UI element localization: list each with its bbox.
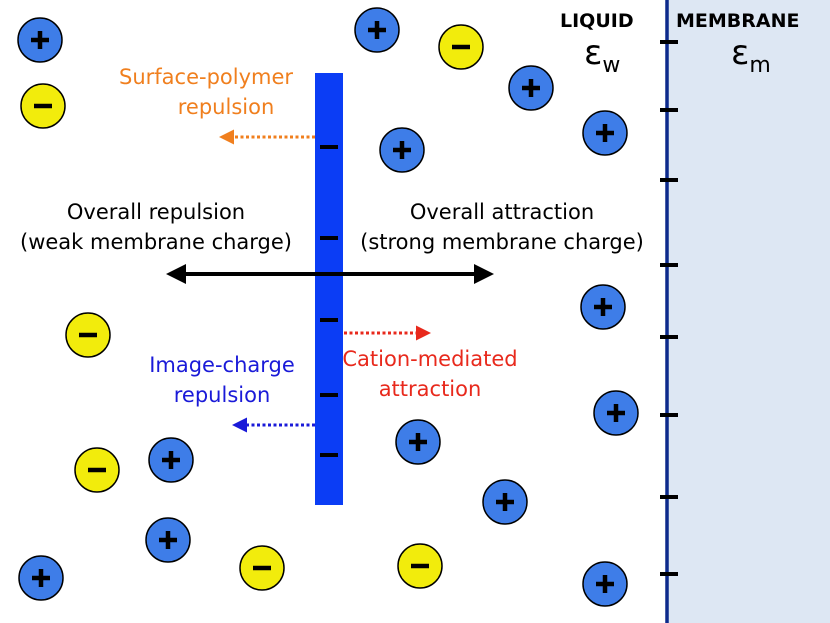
cation-icon xyxy=(580,284,626,330)
surface-polymer-line1: Surface-polymer xyxy=(118,65,294,89)
surface-polymer-label: Surface-polymer repulsion xyxy=(100,62,312,122)
cation-icon xyxy=(395,419,441,465)
polymer-charges xyxy=(320,145,338,457)
anion-icon xyxy=(397,543,443,589)
cation-icon xyxy=(593,390,639,436)
polymer-rod xyxy=(315,73,343,505)
cation-icon xyxy=(148,437,194,483)
membrane-surface-charges xyxy=(660,40,678,576)
cation-mediated-label: Cation-mediated attraction xyxy=(340,344,520,404)
membrane-label: MEMBRANE xyxy=(676,10,800,32)
cation-icon xyxy=(354,7,400,53)
surface-polymer-line2: repulsion xyxy=(177,95,275,119)
epsilon-w-subscript: w xyxy=(602,52,621,78)
cation-mediated-line2: attraction xyxy=(378,377,482,401)
cation-icon xyxy=(379,127,425,173)
overall-attraction-line1: Overall attraction xyxy=(409,200,595,224)
anion-icon xyxy=(239,545,285,591)
overall-attraction-line2: (strong membrane charge) xyxy=(360,230,644,254)
anion-icon xyxy=(438,24,484,70)
cation-icon xyxy=(582,110,628,156)
cation-icon xyxy=(582,561,628,607)
overall-attraction-label: Overall attraction (strong membrane char… xyxy=(344,197,660,257)
ions-layer xyxy=(17,7,639,607)
epsilon-m-subscript: m xyxy=(749,52,771,78)
liquid-label: LIQUID xyxy=(560,10,634,32)
epsilon-w-label: εw xyxy=(584,34,620,85)
cation-mediated-line1: Cation-mediated xyxy=(342,347,518,371)
cation-icon xyxy=(482,479,528,525)
epsilon-m-text: εm xyxy=(731,33,771,78)
overall-repulsion-label: Overall repulsion (weak membrane charge) xyxy=(2,197,310,257)
anion-icon xyxy=(65,312,111,358)
anion-icon xyxy=(74,447,120,493)
overall-repulsion-line1: Overall repulsion xyxy=(66,200,246,224)
epsilon-m-label: εm xyxy=(731,34,771,85)
epsilon-w-text: εw xyxy=(584,33,621,78)
cation-icon xyxy=(18,555,64,601)
overall-repulsion-line2: (weak membrane charge) xyxy=(20,230,292,254)
anion-icon xyxy=(20,83,66,129)
image-charge-line2: repulsion xyxy=(173,383,271,407)
cation-icon xyxy=(17,17,63,63)
membrane-region xyxy=(667,0,830,623)
image-charge-label: Image-charge repulsion xyxy=(134,350,310,410)
cation-icon xyxy=(145,517,191,563)
image-charge-line1: Image-charge xyxy=(149,353,295,377)
cation-icon xyxy=(508,65,554,111)
